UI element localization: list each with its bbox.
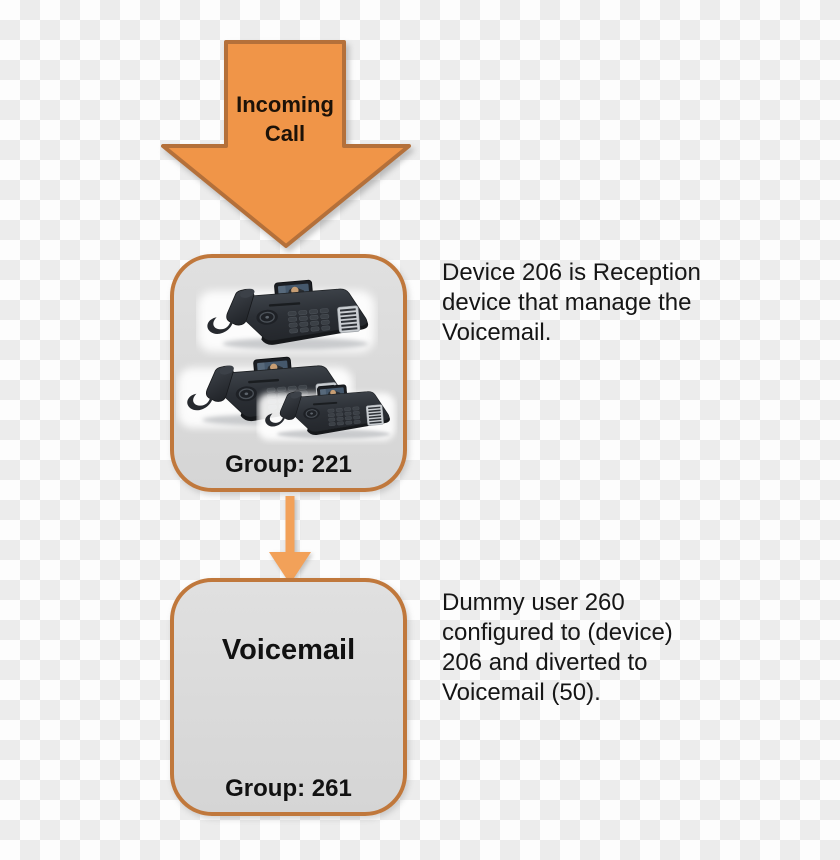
annotation-line: Voicemail (50). bbox=[442, 679, 601, 706]
annotation-line: configured to (device) bbox=[442, 619, 673, 646]
desk-phone-icon bbox=[256, 384, 398, 445]
voicemail-group-label: Group: 261 bbox=[225, 775, 352, 802]
incoming-call-arrow-icon bbox=[161, 40, 411, 248]
annotation-line: device that manage the bbox=[442, 289, 692, 316]
reception-group-box: Group: 221 bbox=[170, 254, 407, 492]
annotation-line: 206 and diverted to bbox=[442, 649, 648, 676]
incoming-call-label-text: Incoming Call bbox=[236, 92, 334, 146]
annotation-device-206: Device 206 is Reception device that mana… bbox=[442, 258, 742, 348]
annotation-line: Dummy user 260 bbox=[442, 589, 625, 616]
flow-down-arrow-icon bbox=[269, 496, 311, 584]
incoming-call-label: Incoming Call bbox=[226, 90, 344, 148]
annotation-line: Voicemail. bbox=[442, 319, 552, 346]
desk-phone-icon bbox=[196, 279, 378, 358]
reception-group-label: Group: 221 bbox=[225, 451, 352, 478]
annotation-line: Device 206 is Reception bbox=[442, 259, 701, 286]
voicemail-group-box: Voicemail Group: 261 bbox=[170, 578, 407, 816]
voicemail-title: Voicemail bbox=[221, 634, 356, 666]
annotation-dummy-user-260: Dummy user 260 configured to (device) 20… bbox=[442, 588, 742, 708]
